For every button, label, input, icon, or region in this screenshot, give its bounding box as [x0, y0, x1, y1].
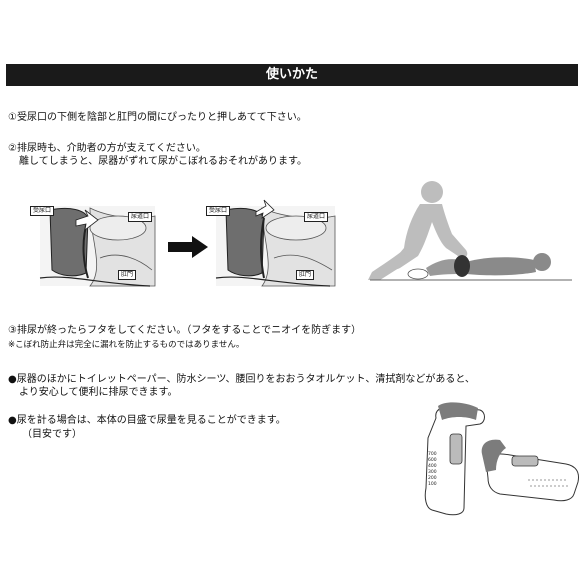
- urinal-drawing: [424, 402, 579, 516]
- section-title-bar: 使いかた: [6, 64, 578, 86]
- scale-tick: 200: [428, 476, 437, 481]
- label-anus-before: 肛門: [118, 270, 137, 280]
- step-1-text: ①受尿口の下側を陰部と肛門の間にぴったりと押しあてて下さい。: [8, 112, 307, 123]
- section-title: 使いかた: [265, 67, 318, 82]
- bullet-2-line1: ●尿を計る場合は、本体の目盛で尿量を見ることができます。: [8, 415, 286, 426]
- label-urethra-before: 尿道口: [128, 212, 153, 222]
- urinal-product-illustration: 700 600 400 300 200 100: [416, 398, 582, 518]
- bullet-1-line2: より安心して便利に排尿できます。: [19, 387, 178, 398]
- step-2-text-line2: 離してしまうと、尿器がずれて尿がこぼれるおそれがあります。: [19, 156, 307, 167]
- caregiver-patient-illustration: [368, 181, 572, 281]
- scale-tick: 400: [428, 464, 437, 469]
- anatomy-illustration-before: [39, 206, 156, 287]
- diagram-before: 受尿口 尿道口 肛門: [30, 198, 160, 293]
- bullet-2-line2: （目安です）: [22, 429, 82, 440]
- label-inlet-after: 受尿口: [206, 206, 231, 216]
- step-3-note: ※こぼれ防止弁は完全に漏れを防止するものではありません。: [8, 340, 245, 350]
- urinal-scale: 700 600 400 300 200 100: [428, 452, 437, 488]
- scale-tick: 600: [428, 458, 437, 463]
- right-arrow-icon: [168, 236, 208, 258]
- scale-tick: 700: [428, 452, 437, 457]
- bullet-1-line1: ●尿器のほかにトイレットペーパー、防水シーツ、腰回りをおおうタオルケット、清拭剤…: [8, 374, 475, 385]
- diagram-after: 受尿口 尿道口 肛門: [200, 198, 340, 293]
- label-urethra-after: 尿道口: [304, 212, 329, 222]
- label-inlet-before: 受尿口: [30, 206, 55, 216]
- step-2-text-line1: ②排尿時も、介助者の方が支えてください。: [8, 143, 206, 154]
- scale-tick: 100: [428, 482, 437, 487]
- anatomy-illustration-after: [215, 199, 336, 287]
- step-3-text: ③排尿が終ったらフタをしてください。（フタをすることでニオイを防ぎます）: [8, 325, 362, 336]
- label-anus-after: 肛門: [296, 270, 315, 280]
- scale-tick: 300: [428, 470, 437, 475]
